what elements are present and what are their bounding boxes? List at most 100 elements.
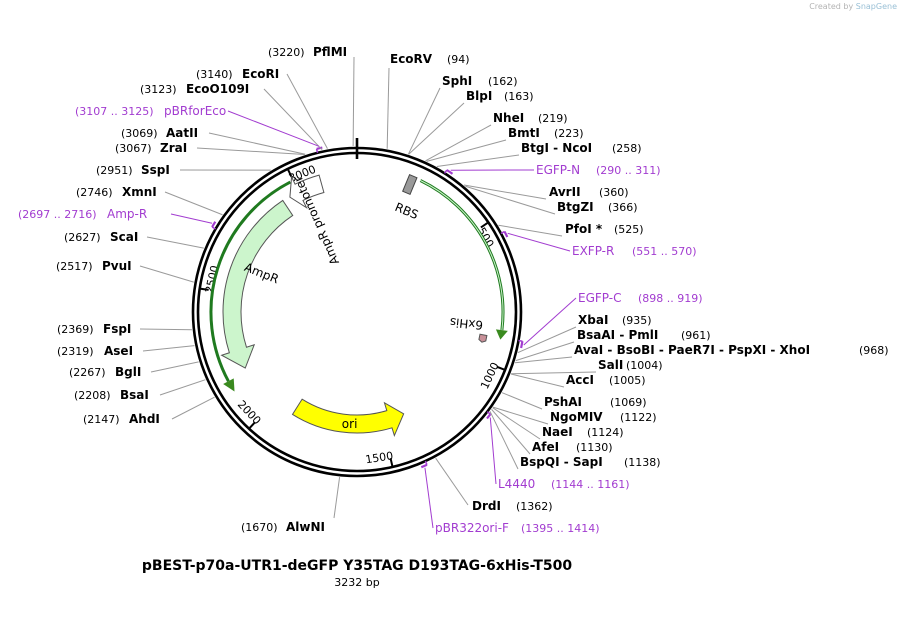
enzyme-name[interactable]: NaeI [542,425,573,439]
primer-leader [424,467,434,529]
primer-name[interactable]: pBR322ori-F [435,521,509,535]
primer-mark[interactable] [316,146,323,150]
enzyme-name[interactable]: AvaI - BsoBI - PaeR7I - PspXI - XhoI [574,343,810,357]
enzyme-position: (360) [599,186,629,199]
primer-leader [170,213,213,224]
enzyme-name[interactable]: SphI [442,74,472,88]
enzyme-name[interactable]: SalI [598,358,623,372]
his-tag-feature[interactable] [478,333,488,343]
enzyme-name[interactable]: AhdI [129,412,160,426]
enzyme-name[interactable]: PvuI [102,259,132,273]
enzyme-position: (3069) [121,127,158,140]
enzyme-name[interactable]: BsaI [120,388,149,402]
enzyme-name[interactable]: EcoRV [390,52,433,66]
feature-layer: RBS 6xHis ori AmpR AmpR promoter [209,174,508,438]
primer-mark[interactable] [520,341,524,349]
enzyme-name[interactable]: AseI [104,344,133,358]
enzyme-position: (1130) [576,441,613,454]
enzyme-leader [489,411,519,470]
primer-mark[interactable] [503,230,509,238]
enzyme-name[interactable]: PflMI [313,45,347,59]
enzyme-leader [150,361,199,373]
enzyme-name[interactable]: BtgI - NcoI [521,141,592,155]
enzyme-name[interactable]: XbaI [578,313,608,327]
enzyme-name[interactable]: BlpI [466,89,492,103]
enzyme-leader [515,341,575,362]
enzyme-position: (2627) [64,231,101,244]
enzyme-leader [426,139,507,162]
ori-arrow[interactable] [291,398,405,438]
enzyme-position: (258) [612,142,642,155]
enzyme-position: (2267) [69,366,106,379]
enzyme-name[interactable]: BspQI - SapI [520,455,603,469]
enzyme-leader [407,87,441,155]
enzyme-name[interactable]: BsaAI - PmlI [577,328,658,342]
primer-mark-end [444,169,448,174]
primer-name[interactable]: L4440 [498,477,535,491]
enzyme-name[interactable]: SspI [141,163,170,177]
enzyme-name[interactable]: BmtI [508,126,540,140]
enzyme-name[interactable]: NgoMIV [550,410,603,424]
enzyme-name[interactable]: PshAI [544,395,582,409]
ampr-arrow[interactable] [220,199,294,369]
primer-range: (551 .. 570) [632,245,697,258]
tick-mark [200,287,209,291]
enzyme-leader [263,88,323,151]
enzyme-name[interactable]: AvrII [549,185,581,199]
enzyme-name[interactable]: AccI [566,373,594,387]
enzyme-leader [286,73,328,149]
primer-name[interactable]: EGFP-C [578,291,621,305]
enzyme-position: (162) [488,75,518,88]
enzyme-name[interactable]: EcoRI [242,67,279,81]
enzyme-name[interactable]: BglI [115,365,141,379]
enzyme-leader [425,124,492,162]
enzyme-name[interactable]: FspI [103,322,131,336]
enzyme-position: (3067) [115,142,152,155]
enzyme-name[interactable]: ScaI [110,230,138,244]
primer-name[interactable]: EGFP-N [536,163,580,177]
enzyme-name[interactable]: AfeI [532,440,559,454]
enzyme-leader [164,191,223,216]
enzyme-name[interactable]: EcoO109I [186,82,249,96]
rbs-feature[interactable] [402,174,418,196]
enzyme-position: (1004) [626,359,663,372]
enzyme-name[interactable]: XmnI [122,185,157,199]
snapgene-credit: Created by SnapGene [809,2,897,11]
enzyme-leader [511,371,597,375]
enzyme-name[interactable]: AatII [166,126,198,140]
degfp-arrow[interactable] [419,179,505,331]
enzyme-leader [517,326,577,354]
enzyme-position: (2369) [57,323,94,336]
plasmid-title: pBEST-p70a-UTR1-deGFP Y35TAG D193TAG-6xH… [141,558,573,574]
enzyme-leader [510,373,565,388]
enzyme-leader [408,102,465,155]
enzyme-name[interactable]: NheI [493,111,524,125]
primer-mark-end [424,460,428,466]
enzyme-name[interactable]: BtgZI [557,200,594,214]
primer-name[interactable]: pBRforEco [164,104,226,118]
ampr-promoter-arrow[interactable] [289,174,325,210]
primer-mark-end [518,339,523,342]
primer-name[interactable]: Amp-R [107,207,147,221]
enzyme-leader [139,265,194,283]
primer-name[interactable]: EXFP-R [572,244,614,258]
enzyme-position: (1069) [610,396,647,409]
primer-mark-end [486,411,491,415]
primer-mark[interactable] [211,221,217,228]
degfp-arrowhead [495,329,508,340]
enzyme-leader [514,356,573,364]
primer-mark[interactable] [420,463,428,469]
enzyme-name[interactable]: AlwNI [286,520,325,534]
enzyme-leader [436,154,520,167]
leader-lines [139,56,597,529]
enzyme-name[interactable]: DrdI [472,499,501,513]
enzyme-leader [491,408,531,455]
primer-mark[interactable] [446,169,454,175]
enzyme-leader [501,392,543,410]
rbs-label: RBS [393,200,421,222]
enzyme-name[interactable]: ZraI [160,141,187,155]
enzyme-leader [146,236,204,249]
enzyme-position: (1138) [624,456,661,469]
enzyme-name[interactable]: PfoI * [565,222,603,236]
ampr-label: AmpR [242,260,280,286]
